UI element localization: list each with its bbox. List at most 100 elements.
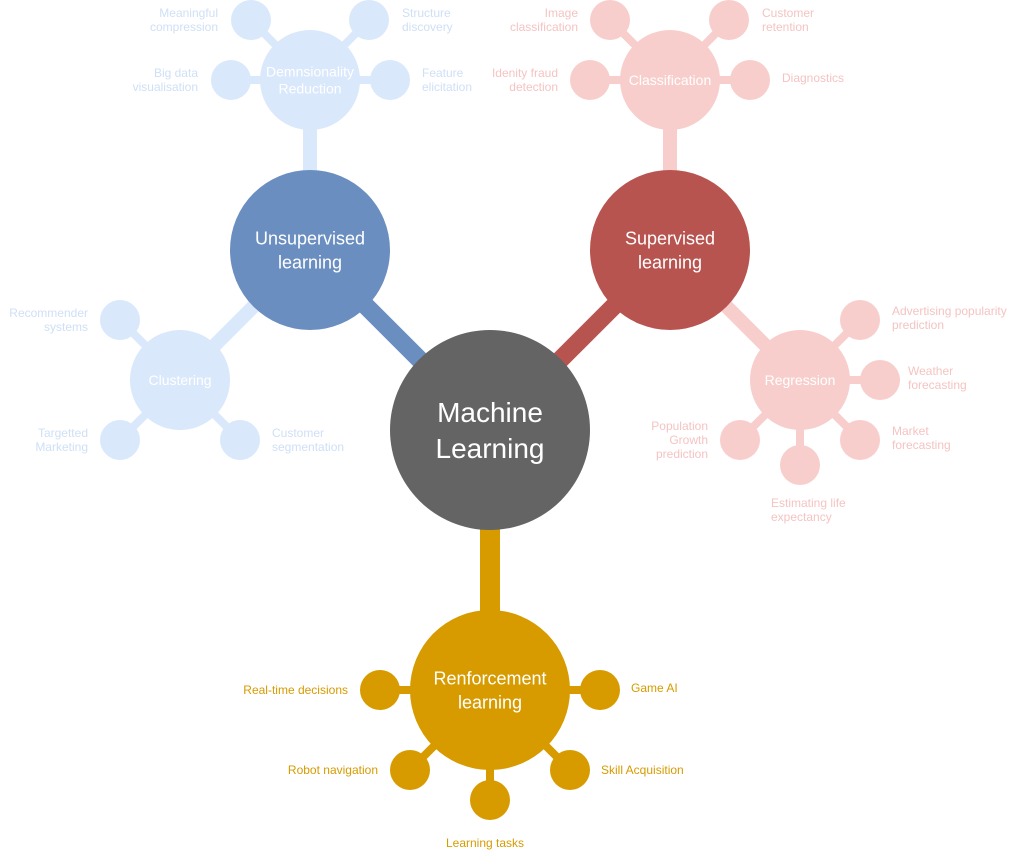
clustering-leaf-label-0-line: Recommender [9,306,88,320]
unsupervised-label-line: Unsupervised [255,228,365,248]
regression-node [750,330,850,430]
clustering-label: Clustering [148,372,211,388]
dimensionality-leaf-node-0 [231,0,271,40]
dimensionality-leaf-node-1 [349,0,389,40]
reinforcement-label-line: Renforcement [433,668,546,688]
regression-leaf-label-0-line: Advertising popularity [892,304,1007,318]
reinforcement-leaf-node-2 [390,750,430,790]
center-node [390,330,590,530]
classification-leaf-node-3 [730,60,770,100]
clustering-leaf-label-1-line: Targetted [38,426,88,440]
dimensionality-leaf-label-3-line: Feature [422,66,464,80]
regression-leaf-node-3 [780,445,820,485]
reinforcement-node [410,610,570,770]
classification-leaf-node-0 [590,0,630,40]
regression-leaf-label-1-line: Weather [908,364,953,378]
regression-leaf-label-4-line: Population [651,419,708,433]
reinforcement-leaf-label-2-line: Robot navigation [288,763,378,777]
regression-leaf-label-4-line: Growth [669,433,708,447]
classification-leaf-label-0-line: Image [545,6,579,20]
clustering-leaf-label-1-line: Marketing [35,440,88,454]
regression-leaf-label-4-line: prediction [656,447,708,461]
regression-label: Regression [765,372,836,388]
regression-leaf-label-3-line: Estimating life [771,496,846,510]
regression-leaf-label-3-line: expectancy [771,510,832,524]
classification-label-line: Classification [629,72,711,88]
clustering-leaf-node-1 [100,420,140,460]
reinforcement-leaf-label-1: Game AI [631,681,678,695]
reinforcement-leaf-label-0-line: Real-time decisions [243,683,348,697]
regression-leaf-label-2-line: forecasting [892,438,951,452]
classification-leaf-label-2-line: Idenity fraud [492,66,558,80]
reinforcement-label: Renforcement learning [433,668,546,712]
clustering-leaf-label-2-line: Customer [272,426,324,440]
clustering-leaf-node-0 [100,300,140,340]
regression-leaf-label-2-line: Market [892,424,929,438]
clustering-label-line: Clustering [148,372,211,388]
supervised-label: Supervised learning [625,228,715,272]
regression-leaf-node-4 [720,420,760,460]
unsupervised-label: Unsupervised learning [255,228,365,272]
classification-leaf-label-1-line: Customer [762,6,814,20]
classification-label: Classification [629,72,711,88]
reinforcement-leaf-label-4-line: Learning tasks [446,836,524,850]
reinforcement-leaf-node-4 [470,780,510,820]
center-label-line: Learning [436,433,545,464]
classification-leaf-label-2-line: detection [509,80,558,94]
dimensionality-leaf-label-1-line: discovery [402,20,453,34]
unsupervised-label-line: learning [278,252,342,272]
clustering-node [130,330,230,430]
classification-node [620,30,720,130]
classification-leaf-label-1-line: retention [762,20,809,34]
dimensionality-leaf-label-2-line: Big data [154,66,198,80]
dimensionality-leaf-label-0-line: Meaningful [159,6,218,20]
clustering-leaf-label-0-line: systems [44,320,88,334]
reinforcement-leaf-label-0: Real-time decisions [243,683,348,697]
clustering-leaf-label-2-line: segmentation [272,440,344,454]
dimensionality-node [260,30,360,130]
supervised-label-line: Supervised [625,228,715,248]
classification-leaf-label-3-line: Diagnostics [782,71,844,85]
dimensionality-label-line: Reduction [278,80,341,96]
reinforcement-leaf-node-0 [360,670,400,710]
regression-label-line: Regression [765,372,836,388]
reinforcement-leaf-node-3 [550,750,590,790]
reinforcement-label-line: learning [458,692,522,712]
supervised-node [590,170,750,330]
dimensionality-leaf-node-3 [370,60,410,100]
center-label-line: Machine [437,397,543,428]
dimensionality-label-line: Demnsionality [266,63,354,79]
regression-leaf-label-0-line: prediction [892,318,944,332]
classification-leaf-node-1 [709,0,749,40]
unsupervised-node [230,170,390,330]
reinforcement-leaf-label-3: Skill Acquisition [601,763,684,777]
regression-leaf-node-2 [840,420,880,460]
regression-leaf-label-1-line: forecasting [908,378,967,392]
classification-leaf-label-3: Diagnostics [782,71,844,85]
dimensionality-leaf-label-0-line: compression [150,20,218,34]
regression-leaf-node-1 [860,360,900,400]
dimensionality-leaf-label-1-line: Structure [402,6,451,20]
classification-leaf-node-2 [570,60,610,100]
supervised-label-line: learning [638,252,702,272]
clustering-leaf-node-2 [220,420,260,460]
reinforcement-leaf-node-1 [580,670,620,710]
reinforcement-leaf-label-1-line: Game AI [631,681,678,695]
